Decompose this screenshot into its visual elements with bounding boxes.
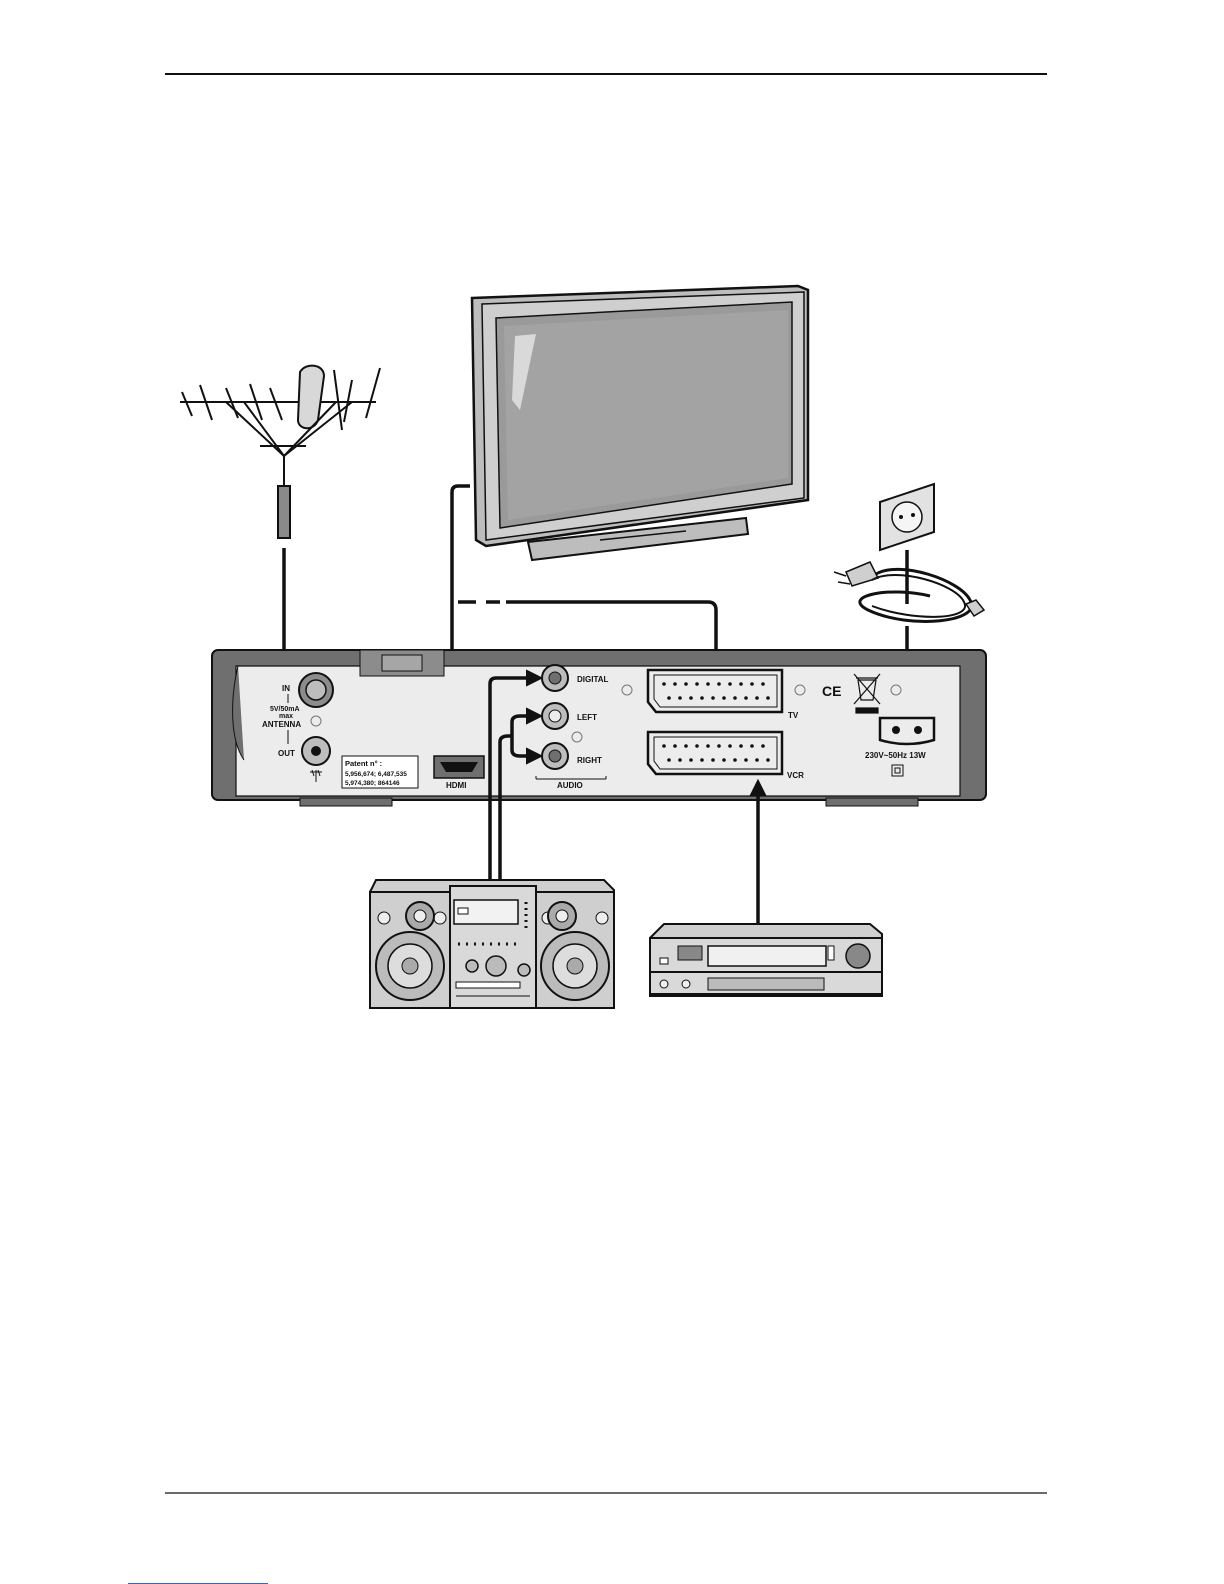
left-audio-jack [542,703,568,729]
tv-scart-label: TV [788,711,799,720]
scart-pin [744,758,748,762]
scart-pin [695,682,699,686]
scart-pin [667,696,671,700]
scart-pin [689,758,693,762]
power-rating-label: 230V~50Hz 13W [865,751,926,760]
scart-vcr-port [648,732,782,774]
scart-pin [739,682,743,686]
digital-audio-jack [542,665,568,691]
wall-socket-icon [880,484,934,550]
scart-pin [739,744,743,748]
antenna-icon [180,366,380,538]
scart-pin [673,744,677,748]
scart-pin [678,758,682,762]
scart-pin [706,744,710,748]
antenna-in-label: IN [282,684,290,693]
antenna-power-line1: 5V/50mA [270,706,300,713]
scart-pin [662,744,666,748]
vcr-icon [650,924,882,996]
scart-pin [711,758,715,762]
patent-title: Patent n° : [345,759,382,768]
scart-pin [717,744,721,748]
patent-line1: 5,956,674; 6,487,535 [345,771,407,778]
scart-pin [722,758,726,762]
ce-mark: CE [822,683,841,699]
audio-label: AUDIO [557,781,583,790]
antenna-out-connector [302,737,330,765]
power-inlet [880,718,934,744]
scart-pin [689,696,693,700]
scart-pin [761,744,765,748]
scart-tv-port [648,670,782,712]
scart-pin [706,682,710,686]
scart-pin [717,682,721,686]
scart-pin [728,682,732,686]
scart-pin [733,758,737,762]
scart-pin [662,682,666,686]
scart-pin [684,744,688,748]
hdmi-port [434,756,484,778]
right-label: RIGHT [577,756,602,765]
patent-line2: 5,974,380; 864146 [345,780,400,787]
scart-pin [733,696,737,700]
scart-pin [750,744,754,748]
scart-pin [695,744,699,748]
hdmi-label: HDMI [446,781,466,790]
scart-pin [673,682,677,686]
scart-pin [711,696,715,700]
scart-pin [667,758,671,762]
scart-pin [700,696,704,700]
scart-pin [700,758,704,762]
scart-pin [684,682,688,686]
antenna-in-connector [299,673,333,707]
scart-pin [722,696,726,700]
scart-pin [766,696,770,700]
television-icon [472,286,808,560]
right-audio-jack [542,743,568,769]
digital-label: DIGITAL [577,675,609,684]
antenna-power-line2: max [279,713,293,720]
antenna-out-label: OUT [278,749,295,758]
scart-pin [766,758,770,762]
scart-pin [761,682,765,686]
receiver-rear-panel [212,650,986,806]
antenna-label: ANTENNA [262,720,301,729]
power-plug-icon [834,562,984,621]
left-label: LEFT [577,713,597,722]
scart-pin [750,682,754,686]
hifi-system-icon [370,880,614,1008]
scart-pin [755,758,759,762]
vcr-scart-label: VCR [787,771,804,780]
scart-pin [744,696,748,700]
scart-pin [678,696,682,700]
scart-pin [755,696,759,700]
scart-pin [728,744,732,748]
